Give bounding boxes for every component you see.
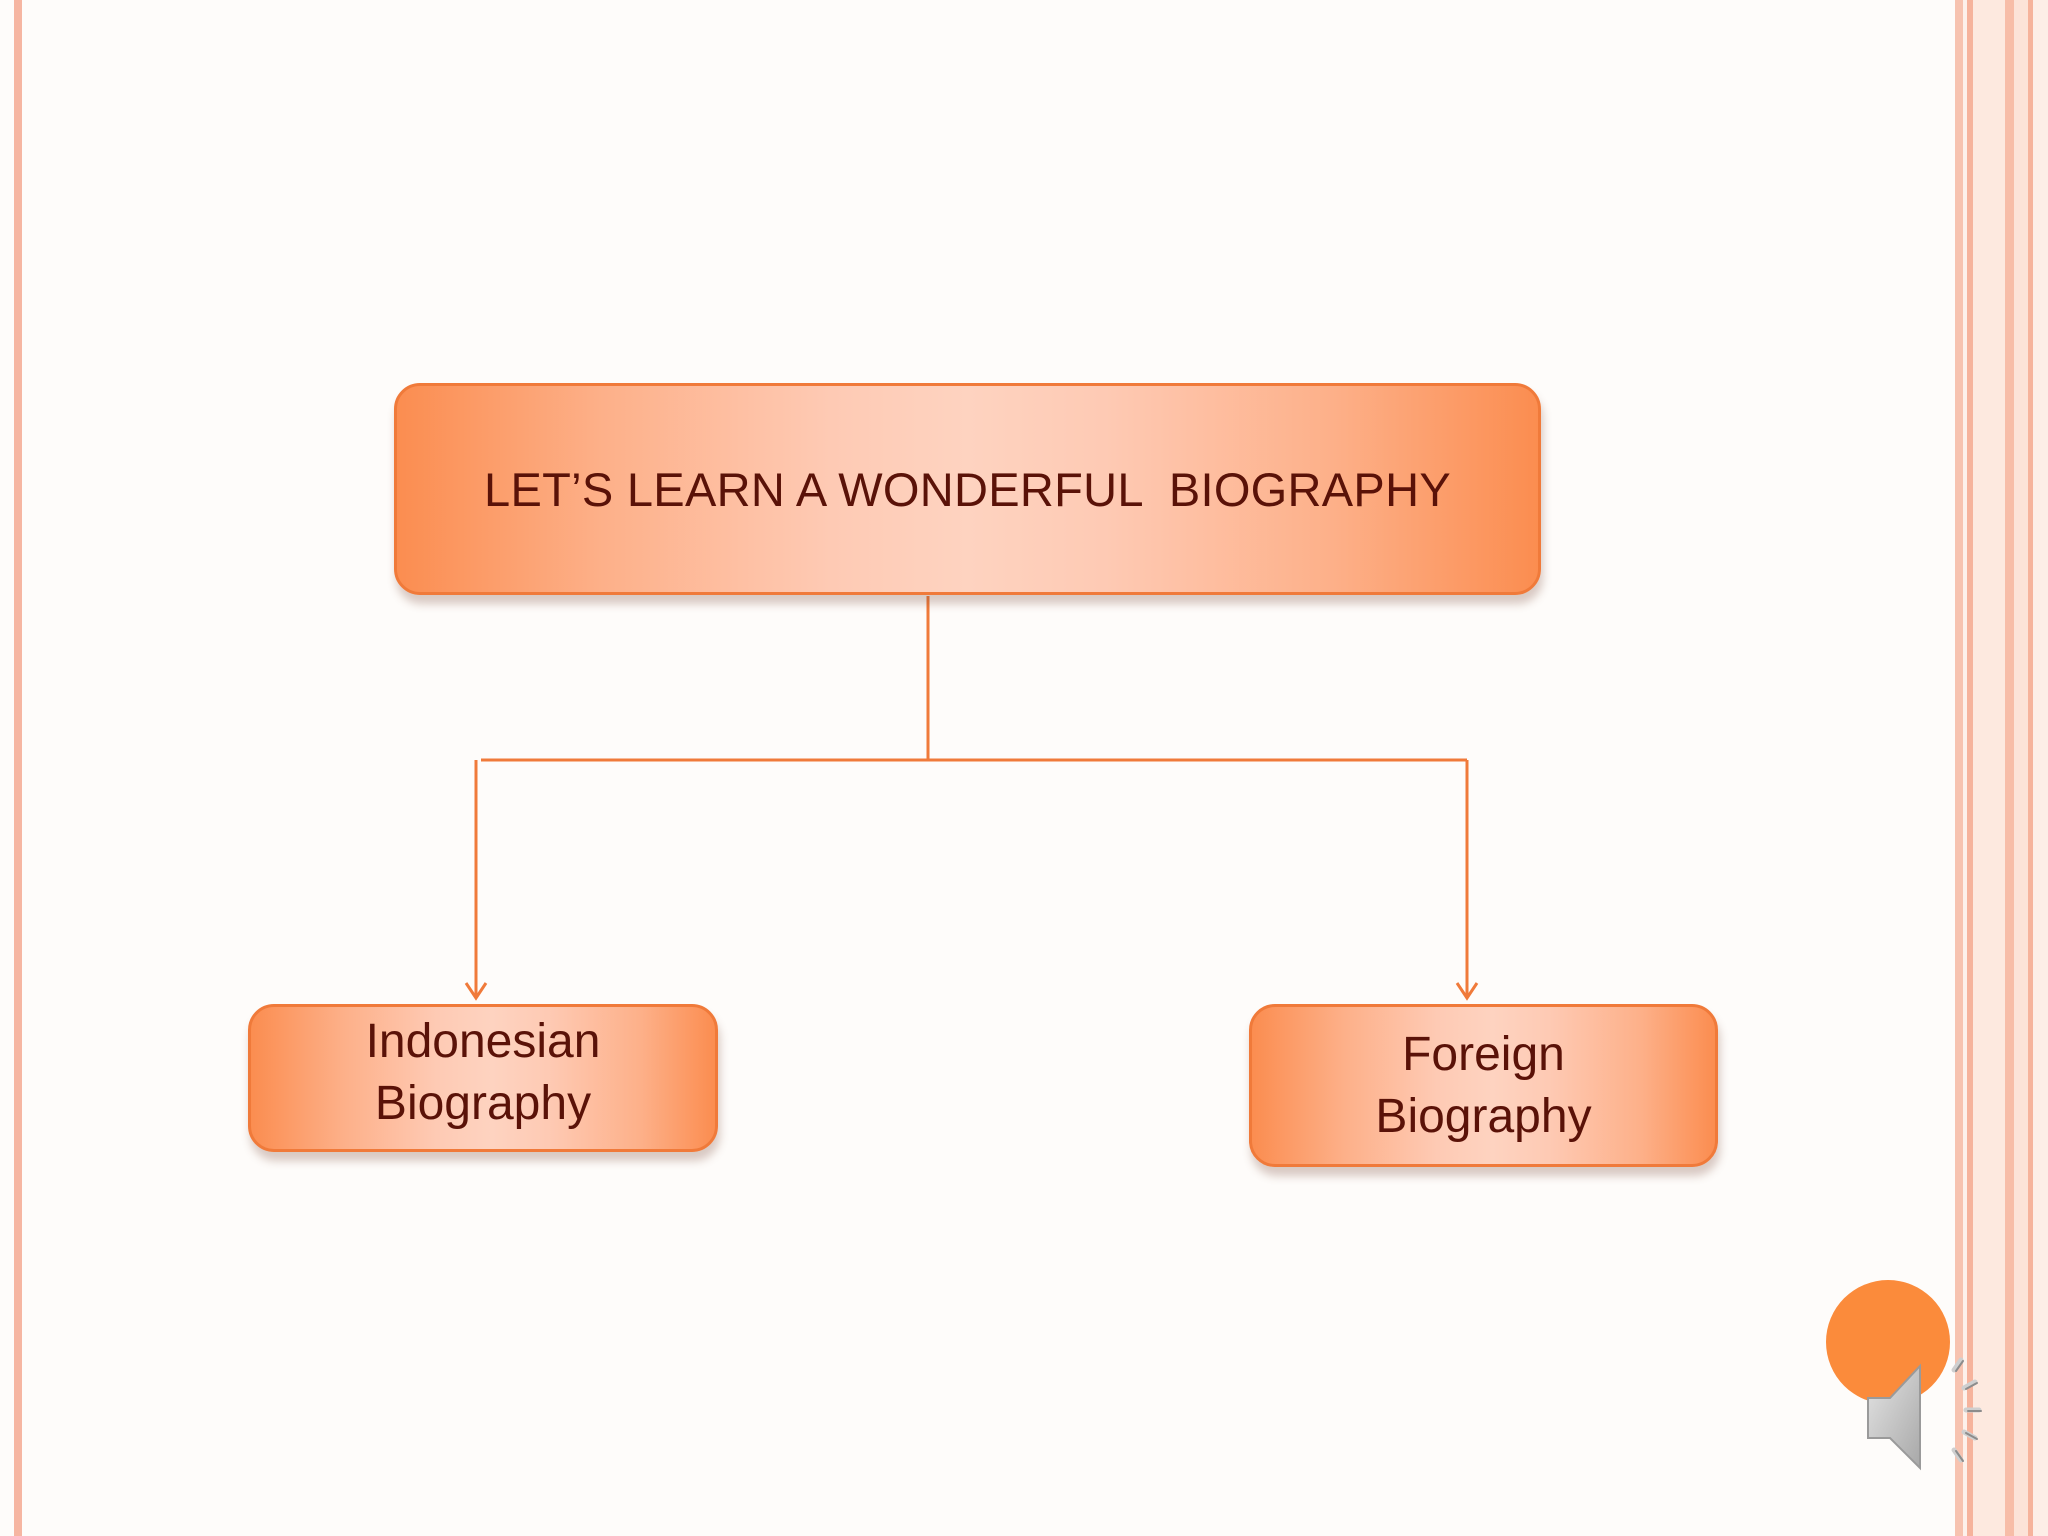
right-border-decoration <box>1955 0 2048 1536</box>
root-node: LET’S LEARN A WONDERFUL BIOGRAPHY <box>394 383 1541 595</box>
child-node-label-line1: Indonesian <box>365 1015 601 1068</box>
child-node-label-line2: Biography <box>374 1077 592 1130</box>
child-node-label-line2: Biography <box>1375 1089 1592 1143</box>
decorative-circle-icon <box>1826 1280 1950 1404</box>
child-node-label: Indonesian Biography <box>366 1011 601 1135</box>
speaker-icon[interactable] <box>1862 1354 2000 1482</box>
left-border-stripe <box>14 0 22 1536</box>
child-node-indonesian: Indonesian Biography <box>248 1004 718 1152</box>
connector-left-arrowhead <box>464 982 488 1001</box>
child-node-foreign: Foreign Biography <box>1249 1004 1718 1167</box>
root-node-label: LET’S LEARN A WONDERFUL BIOGRAPHY <box>484 462 1451 516</box>
child-node-label: Foreign Biography <box>1375 1024 1591 1148</box>
connector-right-arrowhead <box>1455 982 1479 1001</box>
child-node-label-line1: Foreign <box>1402 1027 1565 1081</box>
